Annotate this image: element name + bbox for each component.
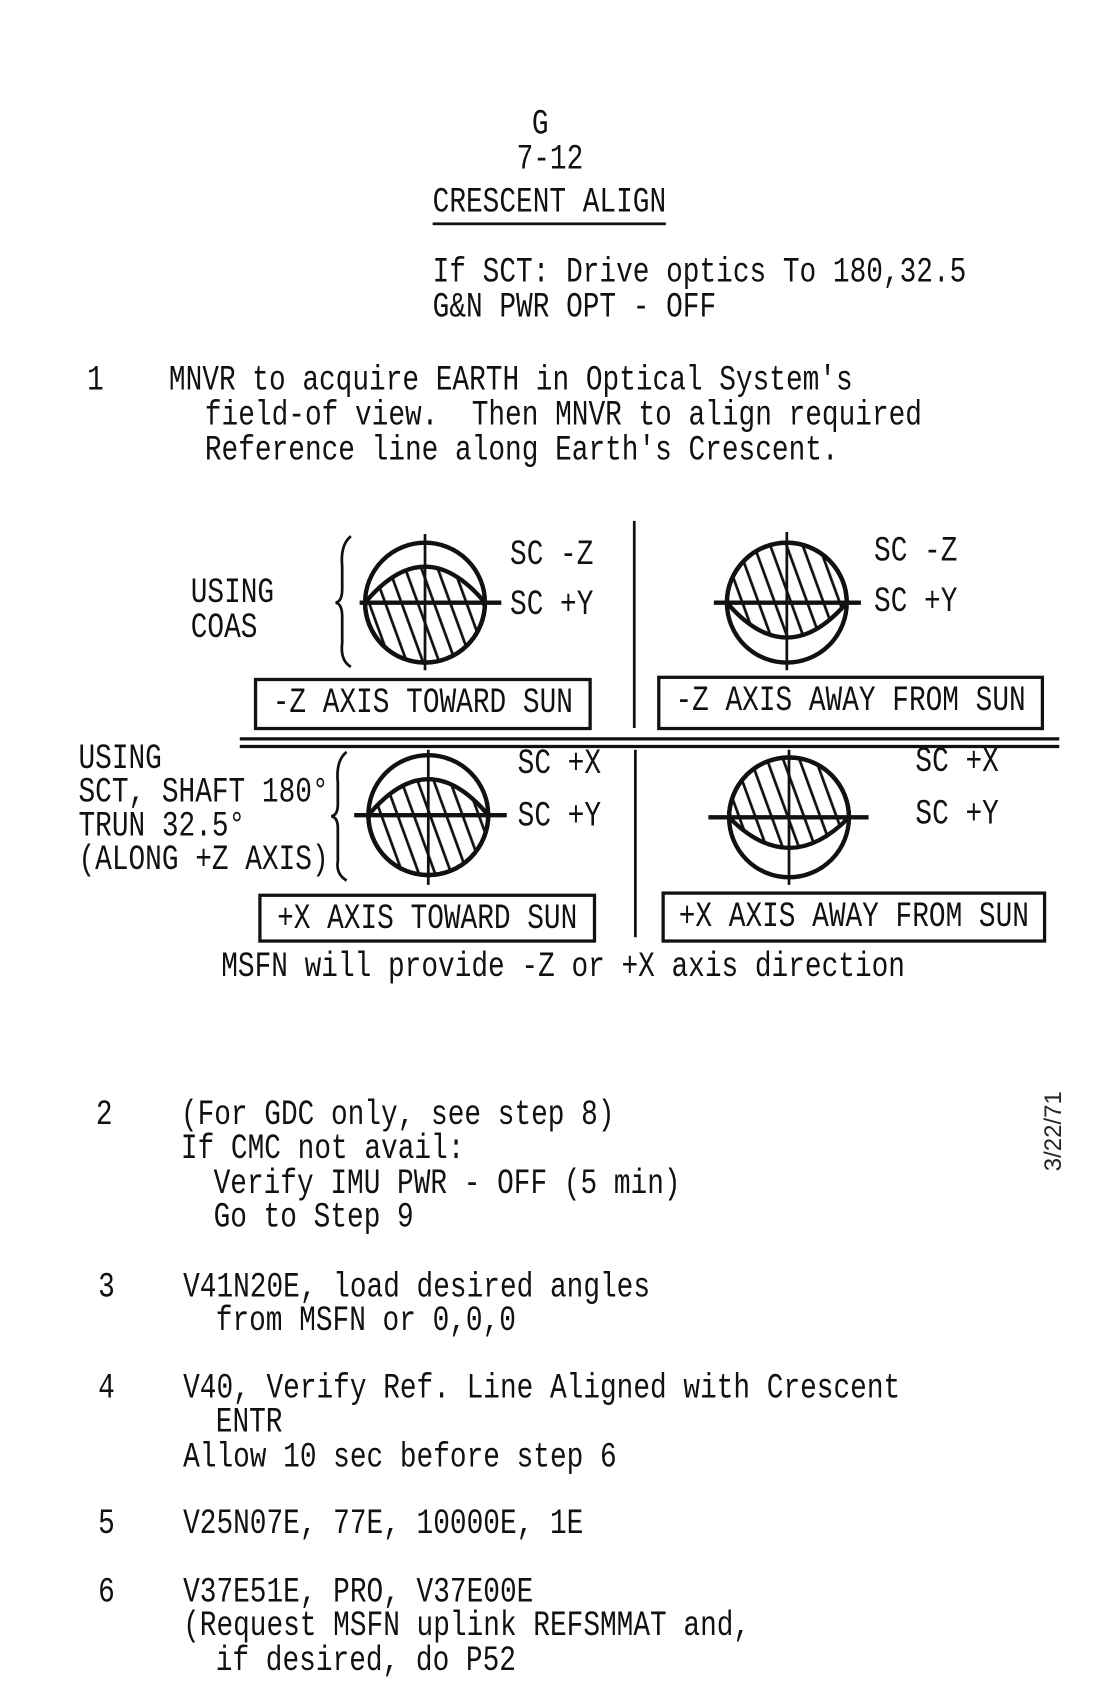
step-text: V40, Verify Ref. Line Aligned with Cresc… [183,1369,901,1409]
step-text: MNVR to acquire EARTH in Optical System'… [168,360,853,401]
page-title: CRESCENT ALIGN [432,185,667,226]
caption-text: -Z AXIS AWAY FROM SUN [675,681,1026,721]
axis-label: SC +X [517,744,602,785]
sct-label: USING [78,739,162,779]
step-text: field-of view. Then MNVR to align requir… [204,395,922,436]
axis-label: SC +Y [517,796,602,837]
step-text: from MSFN or 0,0,0 [215,1301,516,1341]
caption-text: +X AXIS AWAY FROM SUN [678,897,1029,937]
step-number: 5 [98,1504,115,1544]
step-number: 1 [87,360,104,401]
caption-box: -Z AXIS TOWARD SUN [253,677,592,731]
page-number: 7-12 [516,139,584,180]
axis-label: SC +Y [874,582,958,622]
coas-label: USING [190,573,275,614]
intro-line: G&N PWR OPT - OFF [432,287,717,328]
axis-label: SC +Y [510,585,594,626]
intro-line: If SCT: Drive optics To 180,32.5 [432,253,967,293]
step-text: If CMC not avail: [180,1129,465,1169]
diagram-note: MSFN will provide -Z or +X axis directio… [221,947,905,987]
axis-label: SC -Z [874,532,958,572]
sct-label: SCT, SHAFT 180° [78,772,329,813]
step-text: ENTR [215,1402,283,1443]
caption-text: -Z AXIS TOWARD SUN [272,683,573,724]
step-text: V25N07E, 77E, 10000E, 1E [183,1504,584,1544]
caption-box: -Z AXIS AWAY FROM SUN [657,675,1045,731]
step-text: Allow 10 sec before step 6 [183,1437,617,1478]
caption-text: +X AXIS TOWARD SUN [277,899,578,939]
step-text: (For GDC only, see step 8) [180,1095,615,1136]
section-letter: G [531,104,549,145]
caption-box: +X AXIS AWAY FROM SUN [661,891,1047,943]
step-number: 3 [98,1267,115,1308]
margin-date: 3/22/71 [1039,1091,1067,1172]
step-text: Reference line along Earth's Crescent. [204,430,839,471]
step-number: 2 [95,1095,113,1136]
caption-box: +X AXIS TOWARD SUN [258,893,597,943]
sct-label: TRUN 32.5° [78,806,246,847]
step-text: if desired, do P52 [215,1641,516,1682]
coas-label: COAS [190,608,258,648]
step-text: V41N20E, load desired angles [183,1267,651,1308]
axis-label: SC -Z [510,535,594,575]
step-number: 4 [98,1369,115,1409]
step-text: (Request MSFN uplink REFSMMAT and, [183,1606,751,1647]
sct-label: (ALONG +Z AXIS) [78,840,329,881]
axis-label: SC +X [915,742,999,782]
step-text: V37E51E, PRO, V37E00E [183,1572,534,1613]
step-text: Verify IMU PWR - OFF (5 min) [213,1164,681,1204]
axis-label: SC +Y [915,794,999,835]
step-text: Go to Step 9 [213,1197,414,1238]
step-number: 6 [98,1572,115,1613]
